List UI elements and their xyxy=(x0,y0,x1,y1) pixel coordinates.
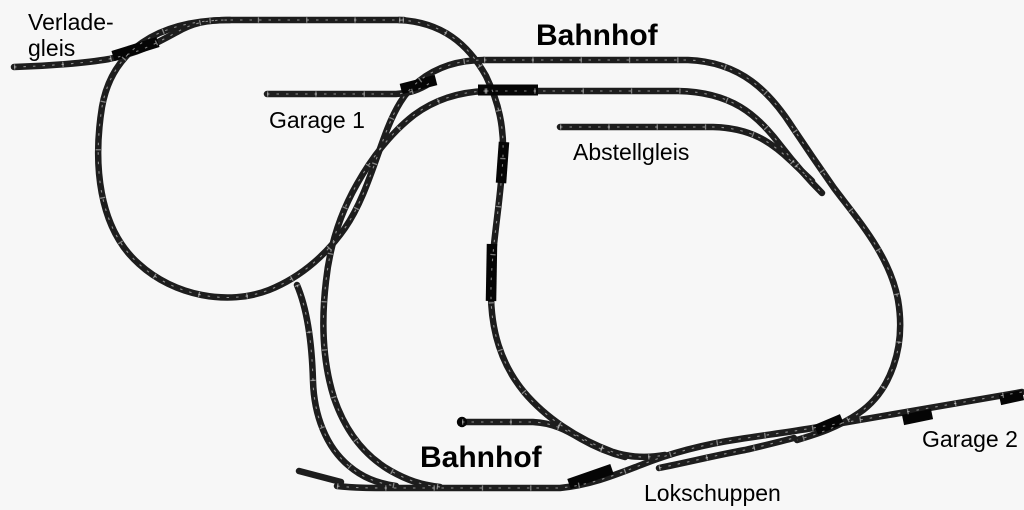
label-abstellgleis: Abstellgleis xyxy=(573,139,689,165)
label-bahnhof-top: Bahnhof xyxy=(536,19,659,52)
block-garage2-a xyxy=(901,408,934,426)
block-central-upper xyxy=(495,141,510,184)
block-garage2-b xyxy=(998,389,1024,406)
label-garage1: Garage 1 xyxy=(269,107,365,133)
labels: Verlade- gleis Bahnhof Garage 1 Abstellg… xyxy=(28,9,1018,506)
turnout-verladegleis xyxy=(111,36,160,62)
turnout-lower-station xyxy=(567,464,614,489)
label-verladegleis-line1: Verlade- xyxy=(28,9,114,35)
turnout-east-loop-bottom xyxy=(813,414,845,435)
track-west-loop xyxy=(98,20,484,298)
turnout-garage1 xyxy=(399,74,438,95)
label-lokschuppen: Lokschuppen xyxy=(644,480,781,506)
turnout-segments xyxy=(111,36,1024,489)
track-loop-branch xyxy=(297,285,396,486)
label-garage2: Garage 2 xyxy=(922,426,1018,452)
block-central-lower xyxy=(485,243,498,302)
track-station-1-east-loop xyxy=(484,60,900,440)
track-lower-station-stub xyxy=(299,471,341,482)
label-verladegleis-line2: gleis xyxy=(28,35,75,61)
label-bahnhof-bottom: Bahnhof xyxy=(420,441,543,474)
